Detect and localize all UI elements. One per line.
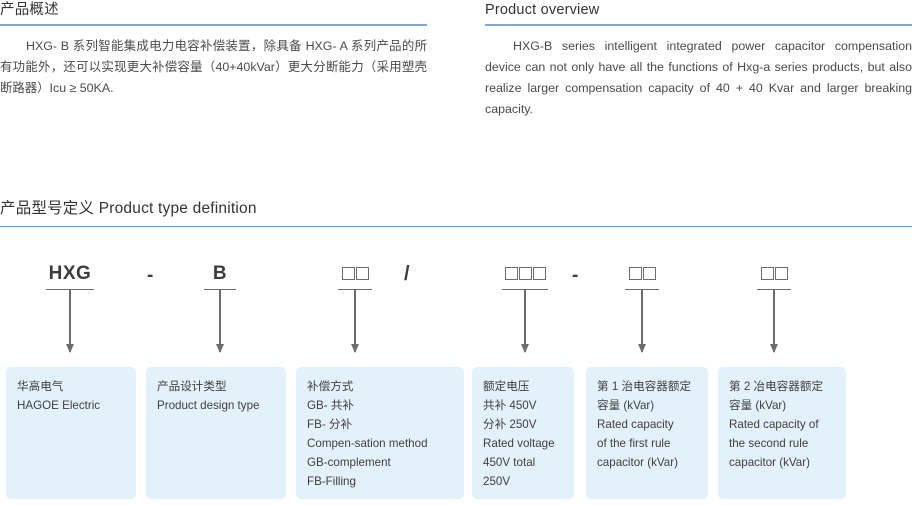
square-box-icon — [532, 267, 546, 281]
model-code-separator-2: - — [572, 265, 579, 286]
legend-line: FB- 分补 — [307, 418, 353, 431]
model-code-separator-1: - — [147, 265, 154, 286]
legend-line: 容量 (kVar) — [597, 399, 655, 412]
model-code-underline — [625, 289, 659, 291]
model-code-glyph-hxg: HXG — [48, 263, 92, 284]
model-code-item-first-capacitor — [602, 262, 682, 354]
model-code-item-b: B — [160, 262, 280, 354]
legend-line: Product design type — [157, 399, 260, 412]
model-code-underline — [204, 289, 236, 291]
legend-line: capacitor (kVar) — [729, 456, 810, 469]
legend-box-manufacturer: 华高电气 HAGOE Electric — [6, 367, 136, 499]
model-code-stem — [65, 290, 74, 354]
model-code-stem — [520, 290, 529, 354]
model-code-slash: / — [404, 263, 410, 285]
arrow-down-icon — [350, 344, 359, 354]
model-code-row: - / - HXG B — [0, 262, 912, 362]
model-code-stem — [637, 290, 646, 354]
square-box-icon — [504, 267, 518, 281]
model-code-underline — [338, 289, 372, 291]
legend-line: GB-complement — [307, 456, 391, 469]
legend-line: Rated voltage — [483, 437, 555, 450]
legend-line: 额定电压 — [483, 380, 530, 393]
square-group — [504, 263, 546, 285]
overview-paragraph-cn: HXG- B 系列智能集成电力电容补偿装置，除具备 HXG- A 系列产品的所有… — [0, 39, 427, 96]
model-code-squares-voltage — [483, 262, 567, 286]
legend-box-second-capacitor: 第 2 冶电容器额定 容量 (kVar) Rated capacity of t… — [718, 367, 846, 499]
legend-line: 分补 250V — [483, 418, 537, 431]
legend-line: 250V — [483, 475, 511, 488]
model-code-item-second-capacitor — [734, 262, 814, 354]
legend-line: HAGOE Electric — [17, 399, 101, 412]
section-divider-type-definition — [0, 225, 912, 228]
section-divider-cn — [0, 24, 427, 27]
section-title-overview-cn: 产品概述 — [0, 2, 59, 18]
model-code-glyph-b: B — [212, 263, 228, 284]
legend-line: 450V total — [483, 456, 536, 469]
legend-line: GB- 共补 — [307, 399, 355, 412]
square-box-icon — [355, 267, 369, 281]
square-box-icon — [774, 267, 788, 281]
arrow-down-icon — [215, 344, 224, 354]
legend-line: 第 2 冶电容器额定 — [729, 380, 824, 393]
legend-line: 第 1 治电容器额定 — [597, 380, 692, 393]
legend-line: FB-Filling — [307, 475, 356, 488]
model-code-underline — [502, 289, 548, 291]
model-code-stem — [350, 290, 359, 354]
legend-box-first-capacitor: 第 1 治电容器额定 容量 (kVar) Rated capacity of t… — [586, 367, 708, 499]
square-box-icon — [628, 267, 642, 281]
section-title-overview-en: Product overview — [485, 2, 600, 18]
model-code-stem — [769, 290, 778, 354]
overview-column-cn: 产品概述 HXG- B 系列智能集成电力电容补偿装置，除具备 HXG- A 系列… — [0, 0, 427, 120]
arrow-down-icon — [637, 344, 646, 354]
square-group — [628, 263, 656, 285]
legend-box-rated-voltage: 额定电压 共补 450V 分补 250V Rated voltage 450V … — [472, 367, 574, 499]
legend-line: 产品设计类型 — [157, 380, 227, 393]
overview-column-en: Product overview HXG-B series intelligen… — [485, 0, 912, 120]
product-overview-section: 产品概述 HXG- B 系列智能集成电力电容补偿装置，除具备 HXG- A 系列… — [0, 0, 912, 120]
legend-boxes: 华高电气 HAGOE Electric 产品设计类型 Product desig… — [0, 367, 912, 499]
model-code-underline — [46, 289, 94, 291]
legend-line: Rated capacity of — [729, 418, 819, 431]
arrow-down-icon — [520, 344, 529, 354]
model-code-squares-second-capacitor — [734, 262, 814, 286]
model-code-item-compensation — [315, 262, 395, 354]
legend-line: Rated capacity — [597, 418, 674, 431]
section-divider-en — [485, 24, 912, 27]
legend-line: Compen-sation method — [307, 437, 428, 450]
legend-line: capacitor (kVar) — [597, 456, 678, 469]
model-code-squares-first-capacitor — [602, 262, 682, 286]
legend-box-design-type: 产品设计类型 Product design type — [146, 367, 286, 499]
square-box-icon — [642, 267, 656, 281]
square-box-icon — [341, 267, 355, 281]
model-code-item-hxg: HXG — [10, 262, 130, 354]
model-code-stem — [215, 290, 224, 354]
overview-paragraph-en: HXG-B series intelligent integrated powe… — [485, 39, 912, 117]
legend-line: the second rule — [729, 437, 809, 450]
arrow-down-icon — [769, 344, 778, 354]
arrow-down-icon — [65, 344, 74, 354]
legend-line: of the first rule — [597, 437, 671, 450]
section-title-type-definition: 产品型号定义 Product type definition — [0, 200, 257, 217]
legend-box-compensation-method: 补偿方式 GB- 共补 FB- 分补 Compen-sation method … — [296, 367, 464, 499]
square-group — [760, 263, 788, 285]
legend-line: 补偿方式 — [307, 380, 354, 393]
legend-line: 华高电气 — [17, 380, 64, 393]
model-code-item-voltage — [483, 262, 567, 354]
square-box-icon — [518, 267, 532, 281]
legend-line: 容量 (kVar) — [729, 399, 787, 412]
square-box-icon — [760, 267, 774, 281]
square-group — [341, 263, 369, 285]
model-code-squares-compensation — [315, 262, 395, 286]
model-code-underline — [757, 289, 791, 291]
legend-line: 共补 450V — [483, 399, 537, 412]
product-type-definition-section: 产品型号定义 Product type definition — [0, 198, 912, 228]
